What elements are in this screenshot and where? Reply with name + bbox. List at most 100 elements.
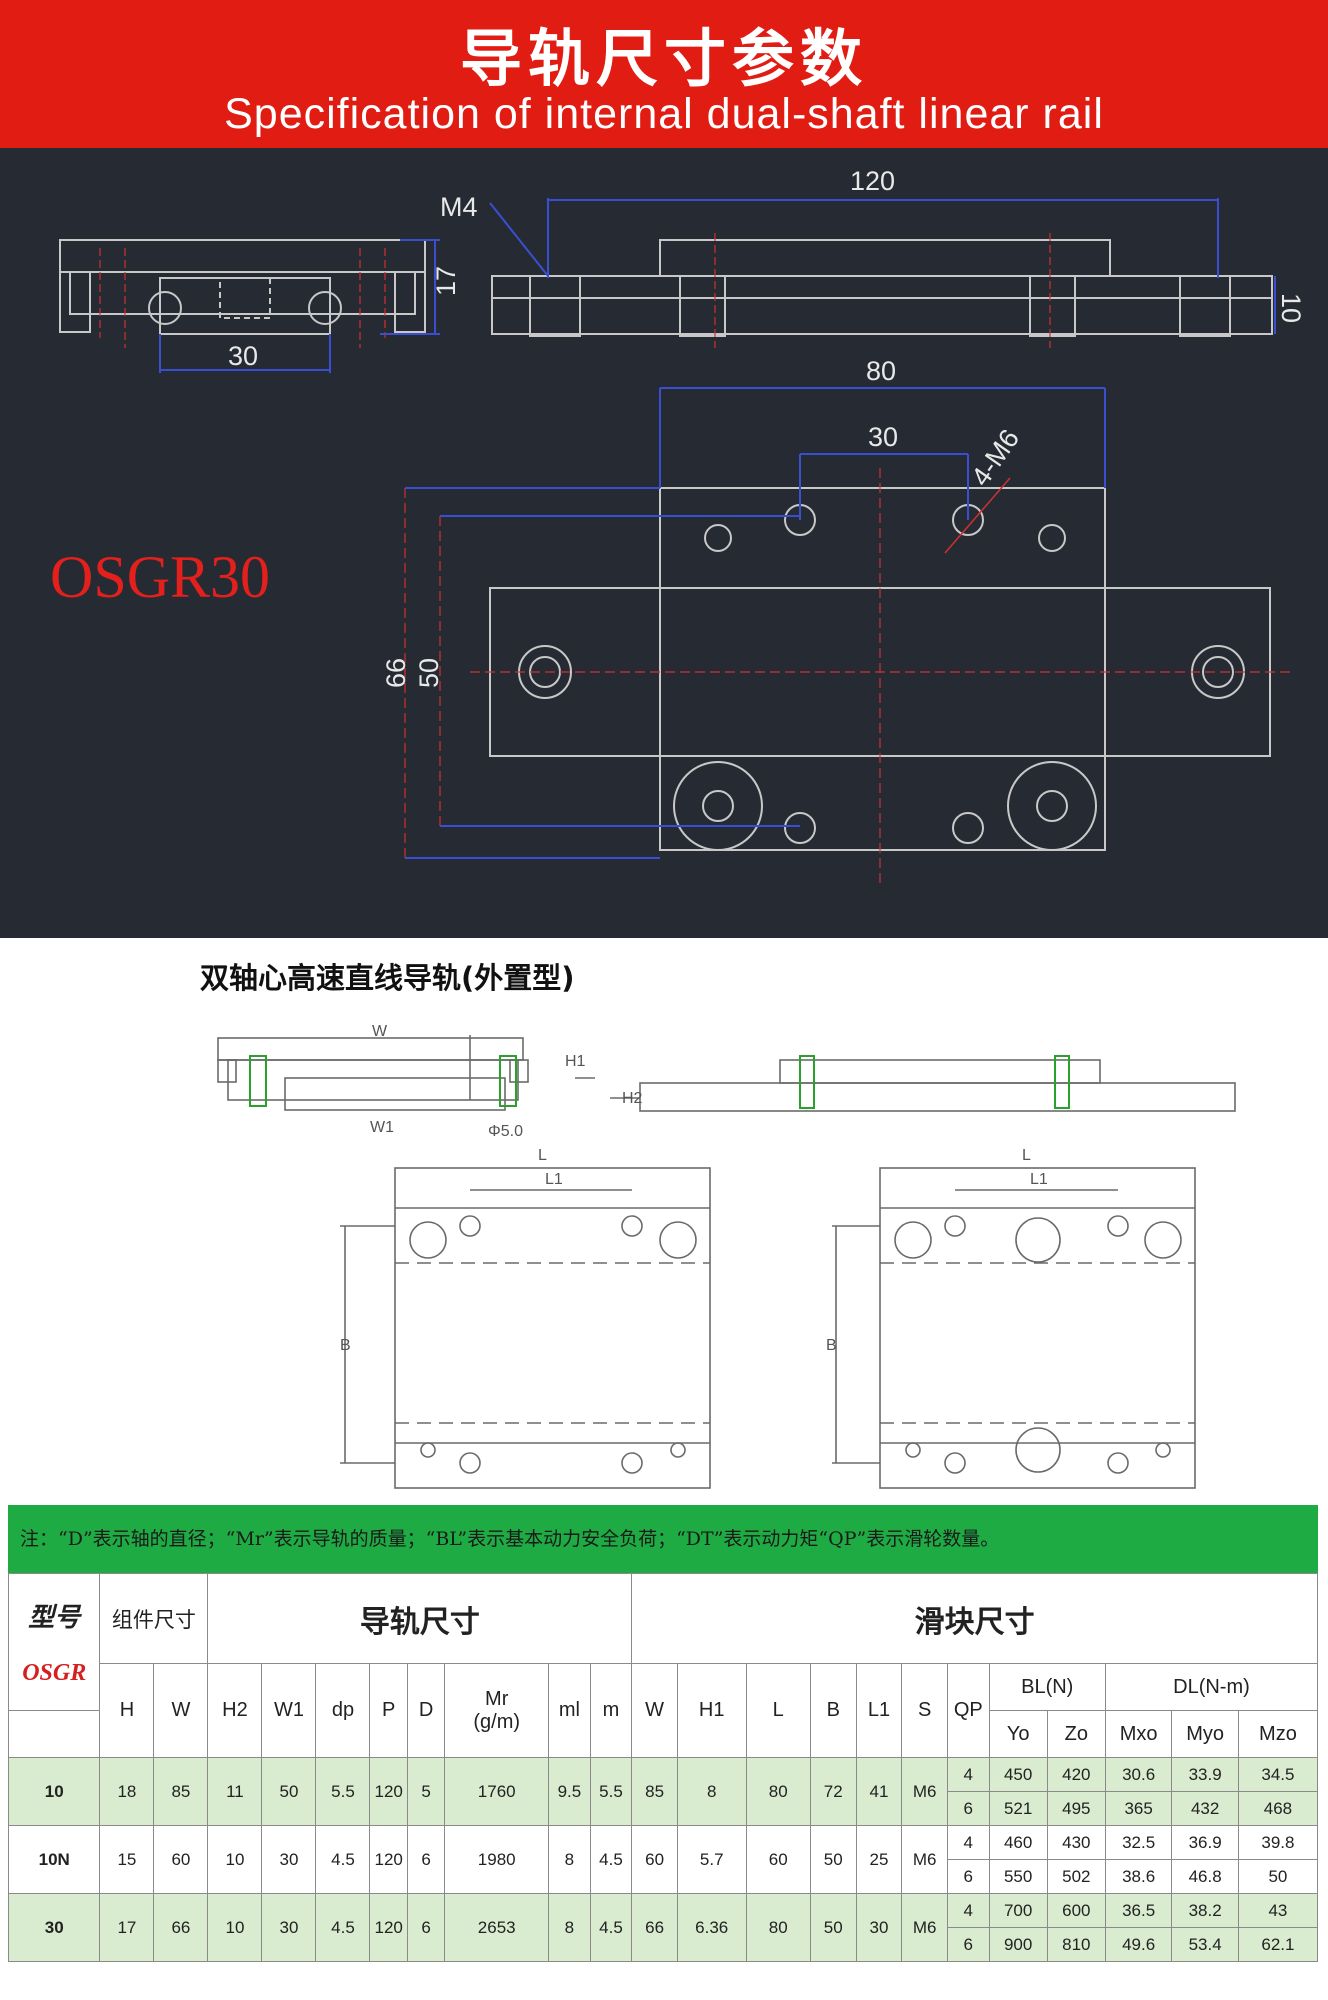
cell-zo: 502: [1046, 1859, 1106, 1894]
cell-w1: 30: [261, 1893, 317, 1962]
cell-zo: 810: [1046, 1927, 1106, 1962]
cell-w1: 30: [261, 1825, 317, 1894]
cell-p: 120: [369, 1893, 408, 1962]
table-row: 30 17 66 10 30 4.5 120 6 2653 8 4.5 66 6…: [7, 1893, 1319, 1962]
label-phi: Φ5.0: [488, 1123, 523, 1140]
col-zo: Zo: [1046, 1710, 1106, 1758]
model-header: 型号: [28, 1602, 81, 1632]
cell-d: 6: [406, 1893, 446, 1962]
cell-myo: 33.9: [1171, 1757, 1239, 1792]
cell-mxo: 38.6: [1104, 1859, 1173, 1894]
cell-ml: 8: [548, 1893, 591, 1962]
cell-mr: 1980: [444, 1825, 550, 1894]
cell-mxo: 365: [1104, 1791, 1173, 1826]
dim-80: 80: [866, 356, 896, 386]
cell-l1: 25: [855, 1825, 903, 1894]
model-label: OSGR30: [50, 544, 271, 610]
cell-ml: 8: [548, 1825, 591, 1894]
outline-plan-left: [340, 1167, 711, 1489]
label-w: W: [372, 1023, 388, 1040]
table-row: 6 521 495 365 432 468: [9, 1791, 1319, 1826]
top-centerlines: [404, 468, 1290, 888]
cell-qp: 4: [947, 1825, 990, 1860]
cell-zo: 430: [1046, 1825, 1106, 1860]
cell-zo: 495: [1046, 1791, 1106, 1826]
cell-zo: 420: [1046, 1757, 1106, 1792]
cell-m: 4.5: [589, 1893, 633, 1962]
col-mzo: Mzo: [1237, 1710, 1319, 1758]
cell-h: 18: [99, 1757, 155, 1826]
top-dims: [405, 387, 1106, 859]
label-l1-left: L1: [545, 1171, 563, 1188]
cell-qp: 6: [947, 1927, 990, 1962]
col-h: H: [99, 1663, 155, 1758]
series-name: OSGR: [22, 1660, 87, 1686]
cell-m: 4.5: [589, 1825, 633, 1894]
label-h1: H1: [565, 1053, 586, 1070]
cell-mzo: 50: [1237, 1859, 1319, 1894]
slider-header: 滑块尺寸: [631, 1573, 1318, 1664]
col-ml: ml: [548, 1663, 591, 1758]
label-b-right: B: [826, 1337, 837, 1354]
cell-l1: 30: [855, 1893, 903, 1962]
col-qp: QP: [947, 1663, 990, 1758]
side-view: [491, 239, 1273, 337]
cell-dp: 4.5: [315, 1893, 371, 1962]
cell-mxo: 30.6: [1104, 1757, 1173, 1792]
cell-qp: 4: [947, 1893, 990, 1928]
label-l-left: L: [538, 1147, 547, 1164]
cell-yo: 460: [988, 1825, 1048, 1860]
row-model: 10: [7, 1757, 101, 1826]
cell-h1: 5.7: [676, 1825, 747, 1894]
dim-m4: M4: [440, 192, 478, 222]
front-dims: [159, 239, 440, 373]
label-l-right: L: [1022, 1147, 1031, 1164]
cell-mzo: 62.1: [1237, 1927, 1319, 1962]
col-d: D: [406, 1663, 446, 1758]
cad-drawing: 120 M4 30 17 10 80 30 4-M6 66 50: [59, 166, 1306, 888]
dim-17: 17: [431, 266, 461, 296]
cell-w: 66: [153, 1893, 209, 1962]
cell-myo: 53.4: [1171, 1927, 1239, 1962]
col-mr-unit: (g/m): [473, 1710, 521, 1733]
cell-mzo: 43: [1237, 1893, 1319, 1928]
col-b: B: [809, 1663, 857, 1758]
cell-ml: 9.5: [548, 1757, 591, 1826]
cell-dp: 4.5: [315, 1825, 371, 1894]
outline-plan-right: [832, 1167, 1196, 1489]
cell-d: 6: [406, 1825, 446, 1894]
table-row: 10N 15 60 10 30 4.5 120 6 1980 8 4.5 60 …: [7, 1825, 1319, 1894]
outline-side-wheels: [799, 1055, 1070, 1109]
dim-30-top: 30: [868, 422, 898, 452]
outline-front-wheels: [249, 1055, 517, 1107]
col-l: L: [745, 1663, 811, 1758]
dim-120: 120: [850, 166, 895, 196]
table-row: 10 18 85 11 50 5.5 120 5 1760 9.5 5.5 85…: [7, 1757, 1319, 1826]
cell-dp: 5.5: [315, 1757, 371, 1826]
cell-mr: 1760: [444, 1757, 550, 1826]
col-h2: H2: [207, 1663, 263, 1758]
title-banner: 导轨尺寸参数 Specification of internal dual-sh…: [0, 0, 1328, 148]
row-model: 30: [7, 1893, 101, 1962]
cell-s: M6: [901, 1825, 949, 1894]
cell-mzo: 39.8: [1237, 1825, 1319, 1860]
col-dp: dp: [315, 1663, 371, 1758]
title-cn: 导轨尺寸参数: [459, 22, 868, 95]
spec-table: 型号 OSGR 组件尺寸 导轨尺寸 滑块尺寸 H W H2 W1 dp P D …: [7, 1573, 1319, 1962]
cell-mxo: 49.6: [1104, 1927, 1173, 1962]
col-yo: Yo: [988, 1710, 1048, 1758]
title-en: Specification of internal dual-shaft lin…: [224, 90, 1104, 138]
cell-l: 80: [745, 1757, 811, 1826]
cell-b: 50: [809, 1893, 857, 1962]
col-m: m: [589, 1663, 633, 1758]
cell-myo: 432: [1171, 1791, 1239, 1826]
dim-10: 10: [1276, 293, 1306, 323]
drawing-subtitle: 双轴心高速直线导轨(外置型): [200, 961, 575, 995]
cell-mxo: 32.5: [1104, 1825, 1173, 1860]
outline-side: [610, 1059, 1236, 1112]
cell-ws: 85: [631, 1757, 678, 1826]
dim-66: 66: [381, 658, 411, 688]
row-model: 10N: [7, 1825, 101, 1894]
col-dl: DL(N-m): [1104, 1663, 1319, 1711]
col-bl: BL(N): [988, 1663, 1106, 1711]
